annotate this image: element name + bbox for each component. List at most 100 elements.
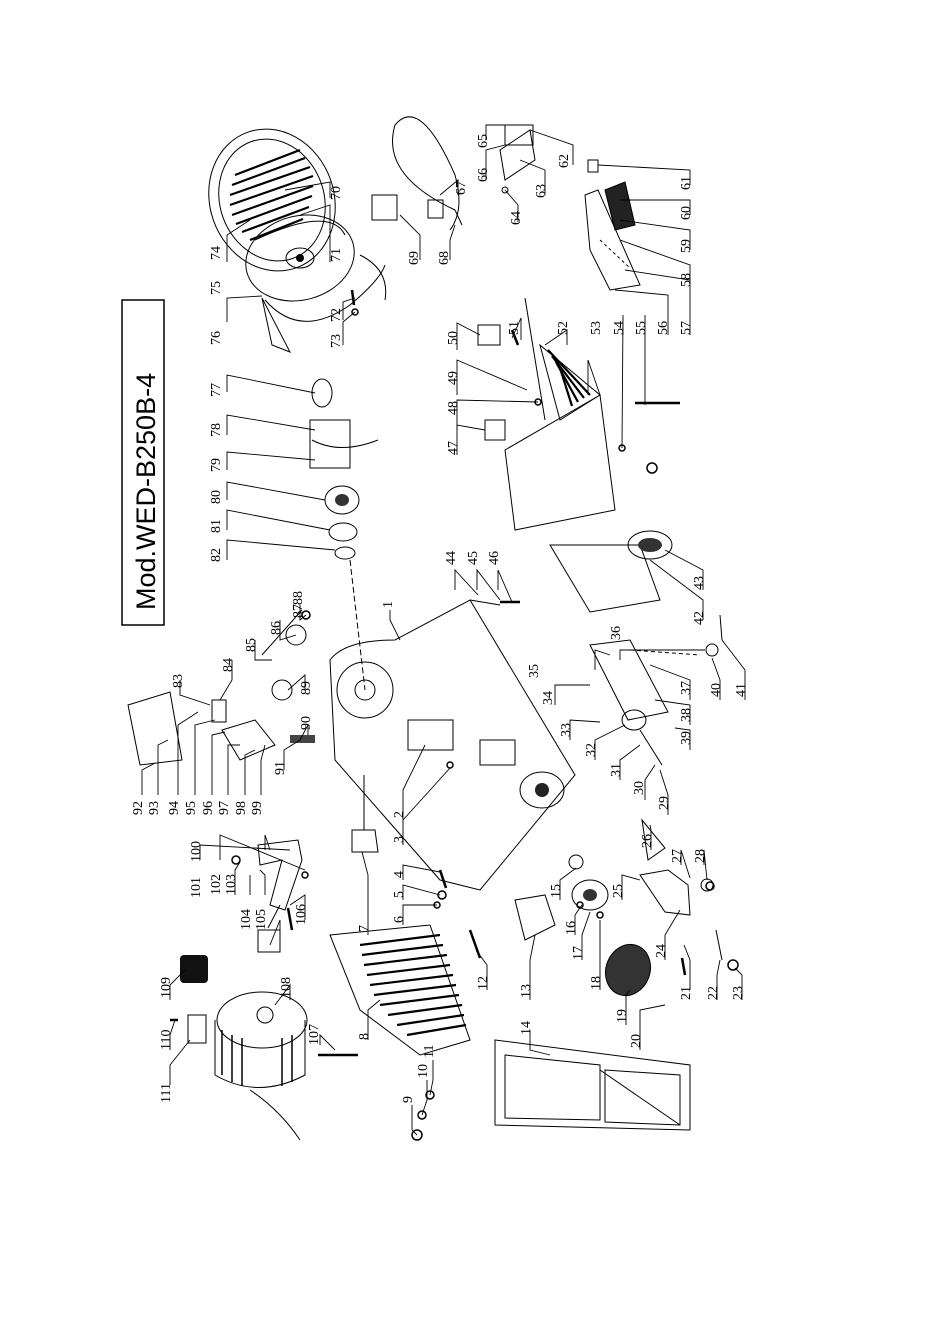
part-label: 6	[392, 916, 407, 923]
part-label: 107	[307, 1024, 322, 1045]
part-label: 91	[273, 761, 288, 775]
part-label: 61	[679, 176, 694, 190]
pusher-arm	[584, 159, 641, 291]
part-label: 42	[692, 611, 707, 625]
part-label: 67	[454, 181, 469, 195]
power-cable-loop	[392, 116, 460, 231]
model-title-box: Mod.WED-B250B-4	[121, 299, 165, 626]
part-label: 52	[556, 321, 571, 335]
model-title: Mod.WED-B250B-4	[131, 373, 161, 610]
part-label: 79	[209, 458, 224, 472]
part-label: 3	[392, 836, 407, 843]
part-label: 31	[609, 763, 624, 777]
part-label: 16	[564, 921, 579, 935]
main-housing	[329, 599, 576, 891]
part-label: 73	[329, 334, 344, 348]
part-label: 100	[189, 841, 204, 862]
part-label: 92	[131, 801, 146, 815]
part-label: 72	[329, 308, 344, 322]
feed-plate	[549, 530, 673, 613]
part-label: 9	[401, 1096, 416, 1103]
part-label: 22	[706, 986, 721, 1000]
part-label: 93	[147, 801, 162, 815]
part-label: 66	[476, 168, 491, 182]
part-label: 13	[519, 984, 534, 998]
part-label: 62	[557, 154, 572, 168]
part-label: 47	[446, 441, 461, 455]
part-label: 69	[407, 251, 422, 265]
part-label: 70	[329, 186, 344, 200]
part-label: 106	[294, 904, 309, 925]
sharpener-assembly	[127, 609, 315, 766]
part-label: 86	[269, 621, 284, 635]
part-label: 20	[629, 1034, 644, 1048]
part-label: 49	[446, 371, 461, 385]
part-label: 75	[209, 281, 224, 295]
part-label: 57	[679, 321, 694, 335]
part-label: 94	[167, 801, 182, 815]
part-label: 15	[549, 884, 564, 898]
part-label: 99	[250, 801, 265, 815]
part-labels: 74 75 76 77 78 79 80 81 82 70 71 72 73 6…	[131, 134, 749, 1103]
part-label: 96	[201, 801, 216, 815]
part-label: 54	[612, 321, 627, 335]
part-label: 53	[589, 321, 604, 335]
part-label: 77	[209, 383, 224, 397]
shaft-assembly	[309, 378, 379, 691]
part-label: 59	[679, 239, 694, 253]
part-label: 41	[734, 683, 749, 697]
parts-artwork	[127, 116, 739, 1141]
part-label: 46	[487, 551, 502, 565]
slicer-blade	[245, 214, 355, 302]
part-label: 97	[217, 801, 232, 815]
part-label: 55	[634, 321, 649, 335]
blade-cover-disc	[208, 128, 336, 272]
part-label: 110	[159, 1030, 174, 1050]
part-label: 88	[291, 591, 306, 605]
blade-ring	[264, 264, 386, 322]
part-label: 21	[679, 986, 694, 1000]
slide-assembly	[589, 614, 723, 766]
part-label: 19	[615, 1009, 630, 1023]
part-label: 29	[657, 796, 672, 810]
part-label: 18	[589, 976, 604, 990]
part-label: 101	[189, 877, 204, 898]
deflector-plate	[329, 924, 471, 1056]
part-label: 27	[670, 849, 685, 863]
part-label: 105	[254, 909, 269, 930]
part-label: 12	[476, 976, 491, 990]
part-label: 80	[209, 490, 224, 504]
part-label: 1	[381, 601, 396, 608]
part-label: 95	[184, 801, 199, 815]
capacitor	[180, 955, 208, 983]
part-label: 63	[534, 184, 549, 198]
part-label: 36	[609, 626, 624, 640]
part-label: 87	[291, 604, 306, 618]
part-label: 2	[392, 811, 407, 818]
leader-lines	[141, 124, 746, 1136]
part-label: 4	[392, 871, 407, 878]
part-label: 82	[209, 548, 224, 562]
fasteners	[170, 289, 687, 1057]
part-label: 90	[299, 716, 314, 730]
part-label: 85	[244, 638, 259, 652]
part-label: 26	[640, 834, 655, 848]
part-label: 32	[584, 743, 599, 757]
part-label: 48	[446, 401, 461, 415]
part-label: 40	[709, 683, 724, 697]
part-label: 65	[476, 134, 491, 148]
part-label: 51	[507, 321, 522, 335]
part-label: 30	[632, 781, 647, 795]
part-label: 111	[159, 1083, 174, 1103]
part-label: 28	[693, 849, 708, 863]
part-label: 74	[209, 246, 224, 260]
part-label: 34	[541, 691, 556, 705]
part-label: 104	[239, 909, 254, 930]
thickness-knob	[514, 854, 652, 997]
part-label: 58	[679, 273, 694, 287]
part-label: 23	[731, 986, 746, 1000]
part-label: 76	[209, 331, 224, 345]
part-label: 108	[279, 977, 294, 998]
part-label: 24	[654, 944, 669, 958]
